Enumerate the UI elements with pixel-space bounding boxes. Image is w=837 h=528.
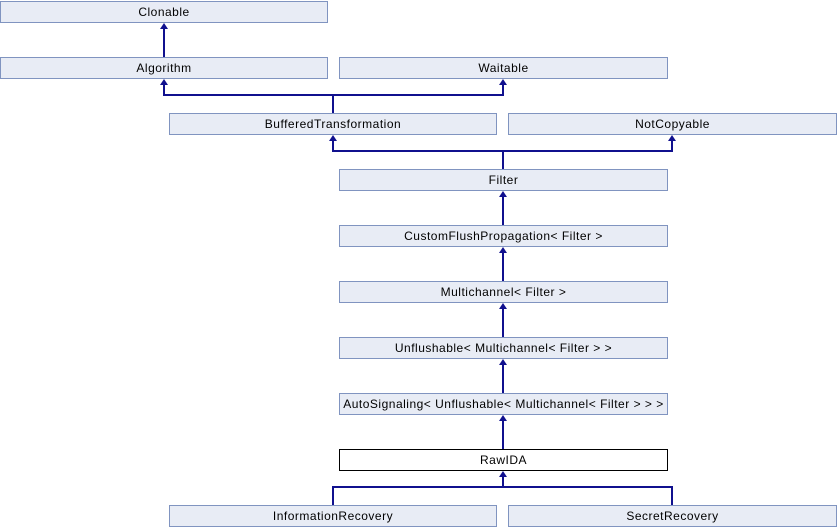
inheritance-arrowhead — [499, 359, 507, 365]
inheritance-arrowhead — [499, 303, 507, 309]
class-name: RawIDA — [479, 453, 527, 467]
class-name: NotCopyable — [635, 117, 710, 131]
class-node-bufferedtransformation[interactable]: BufferedTransformation — [169, 113, 497, 135]
inheritance-edge-line — [502, 363, 504, 393]
class-name: Unflushable< Multichannel< Filter > > — [394, 341, 613, 355]
inheritance-arrowhead — [160, 79, 168, 85]
inheritance-edge-line — [502, 150, 504, 169]
inheritance-edge-line — [332, 94, 334, 113]
inheritance-edge-line — [502, 475, 504, 488]
inheritance-arrowhead — [499, 191, 507, 197]
inheritance-edge-line — [332, 486, 673, 488]
inheritance-edge-line — [671, 139, 673, 152]
inheritance-arrowhead — [499, 79, 507, 85]
inheritance-edge-line — [332, 139, 334, 152]
class-name: SecretRecovery — [626, 509, 719, 523]
class-name: AutoSignaling< Unflushable< Multichannel… — [343, 397, 664, 411]
class-name: InformationRecovery — [272, 509, 394, 523]
inheritance-edge-line — [502, 419, 504, 449]
class-node-informationrecovery[interactable]: InformationRecovery — [169, 505, 497, 527]
inheritance-edge-line — [502, 195, 504, 225]
class-name: Algorithm — [136, 61, 192, 75]
class-node-autosignaling[interactable]: AutoSignaling< Unflushable< Multichannel… — [339, 393, 668, 415]
class-node-rawida-current: RawIDA — [339, 449, 668, 471]
inheritance-arrowhead — [160, 23, 168, 29]
inheritance-edge-line — [332, 486, 334, 505]
class-node-secretrecovery[interactable]: SecretRecovery — [508, 505, 837, 527]
inheritance-arrowhead — [499, 247, 507, 253]
class-node-filter[interactable]: Filter — [339, 169, 668, 191]
inheritance-edge-line — [163, 27, 165, 57]
inheritance-edge-line — [502, 307, 504, 337]
class-node-multichannel[interactable]: Multichannel< Filter > — [339, 281, 668, 303]
class-name: Waitable — [478, 61, 529, 75]
class-name: Multichannel< Filter > — [440, 285, 567, 299]
inheritance-arrowhead — [329, 135, 337, 141]
class-name: Clonable — [138, 5, 190, 19]
inheritance-edge-line — [502, 251, 504, 281]
inheritance-edge-line — [671, 486, 673, 505]
class-node-customflushpropagation[interactable]: CustomFlushPropagation< Filter > — [339, 225, 668, 247]
class-node-unflushable[interactable]: Unflushable< Multichannel< Filter > > — [339, 337, 668, 359]
inheritance-arrowhead — [499, 471, 507, 477]
class-node-algorithm[interactable]: Algorithm — [0, 57, 328, 79]
class-name: BufferedTransformation — [264, 117, 402, 131]
class-name: Filter — [488, 173, 519, 187]
inheritance-arrowhead — [499, 415, 507, 421]
inheritance-edge-line — [163, 83, 165, 96]
inheritance-edge-line — [502, 83, 504, 96]
class-node-notcopyable[interactable]: NotCopyable — [508, 113, 837, 135]
inheritance-arrowhead — [668, 135, 676, 141]
class-node-waitable[interactable]: Waitable — [339, 57, 668, 79]
class-name: CustomFlushPropagation< Filter > — [404, 229, 603, 243]
class-node-clonable[interactable]: Clonable — [0, 1, 328, 23]
